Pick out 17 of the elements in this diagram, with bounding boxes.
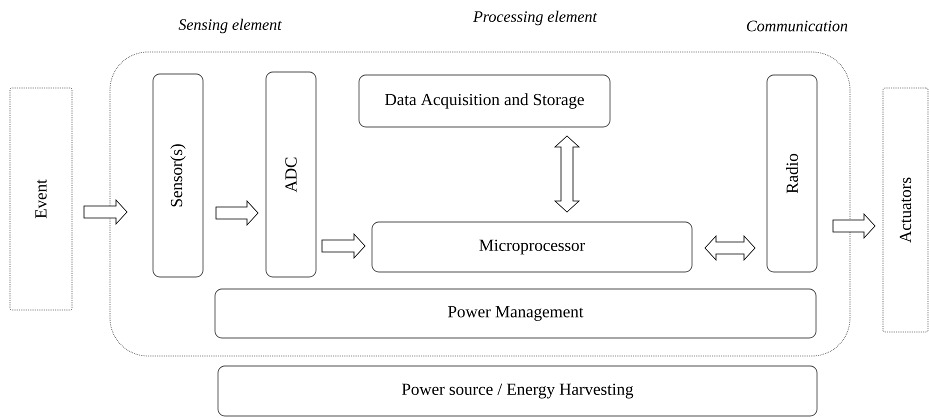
process-box: Radio	[766, 74, 818, 272]
block-arrow	[216, 200, 259, 226]
column-heading: Communication	[746, 20, 848, 32]
module-boundary	[110, 52, 850, 356]
process-box: Sensor(s)	[152, 74, 204, 278]
external-box: Event	[10, 88, 72, 310]
block-arrow	[84, 198, 128, 226]
column-heading: Sensing element	[178, 18, 282, 34]
process-box: Data Acquisition and Storage	[358, 74, 610, 128]
block-arrow	[322, 232, 366, 260]
external-box: Actuators	[882, 88, 928, 332]
process-box: ADC	[266, 72, 316, 278]
column-heading: Processing element	[473, 10, 598, 26]
process-box: Power Management	[214, 288, 816, 338]
process-box: Microprocessor	[372, 222, 692, 272]
process-box: Power source / Energy Harvesting	[218, 366, 818, 416]
block-arrow	[832, 212, 876, 240]
